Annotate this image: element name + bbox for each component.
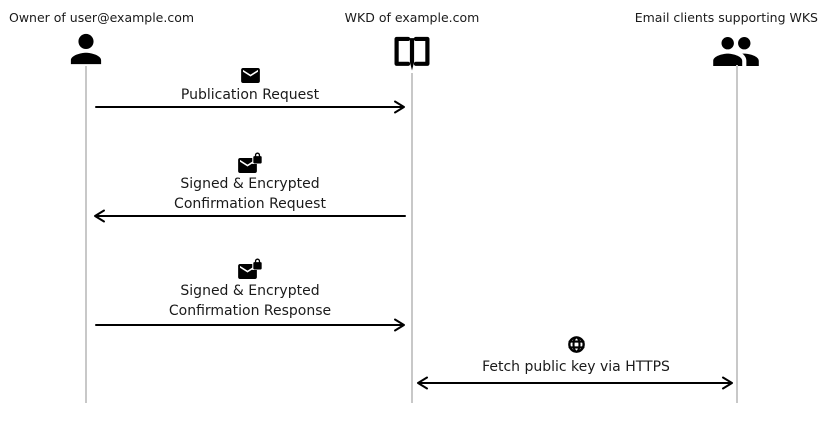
person-icon	[69, 32, 103, 70]
open-book-icon	[391, 33, 433, 79]
envelope-icon	[100, 68, 400, 83]
envelope-lock-icon	[100, 258, 400, 279]
lifeline-owner	[85, 66, 87, 403]
message-label-confirmation-request: Signed & Encrypted Confirmation Request	[174, 176, 326, 212]
actor-label-clients: Email clients supporting WKS	[634, 10, 818, 25]
arrow-confirmation-request	[93, 208, 407, 224]
arrow-confirmation-response	[95, 317, 407, 333]
actor-label-owner: Owner of user@example.com	[9, 10, 195, 25]
actor-label-wkd: WKD of example.com	[344, 10, 480, 25]
lifeline-wkd	[411, 73, 413, 403]
globe-icon	[420, 335, 732, 354]
people-icon	[713, 37, 759, 70]
message-label-confirmation-response: Signed & Encrypted Confirmation Response	[168, 283, 332, 319]
arrow-publication-request	[95, 99, 407, 115]
envelope-lock-icon	[100, 152, 400, 173]
message-label-publication-request: Publication Request	[180, 87, 320, 103]
arrow-fetch-public-key	[416, 375, 734, 391]
lifeline-clients	[736, 65, 738, 403]
message-label-fetch-public-key: Fetch public key via HTTPS	[482, 359, 670, 375]
